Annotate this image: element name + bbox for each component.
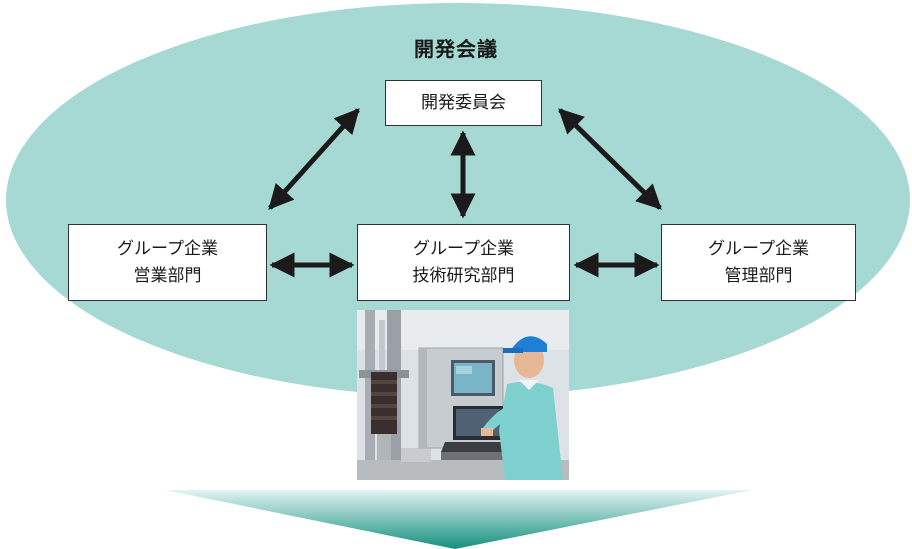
node-research-line2: 技術研究部門 <box>412 265 515 286</box>
node-management: グループ企業 管理部門 <box>661 224 856 301</box>
node-sales-line2: 営業部門 <box>133 265 202 286</box>
node-management-line2: 管理部門 <box>724 265 793 286</box>
node-sales: グループ企業 営業部門 <box>68 224 267 301</box>
node-research-line1: グループ企業 <box>413 239 514 260</box>
node-committee-label: 開発委員会 <box>421 92 506 113</box>
node-research: グループ企業 技術研究部門 <box>357 224 570 301</box>
diagram-title: 開発会議 <box>414 37 498 61</box>
node-sales-line1: グループ企業 <box>117 239 218 260</box>
arrow-committee-management <box>558 108 662 210</box>
node-management-line1: グループ企業 <box>708 239 809 260</box>
worker-at-control-panel-photo <box>357 310 569 480</box>
node-committee: 開発委員会 <box>385 80 542 126</box>
down-arrow <box>165 490 752 549</box>
arrow-committee-sales <box>268 108 360 210</box>
